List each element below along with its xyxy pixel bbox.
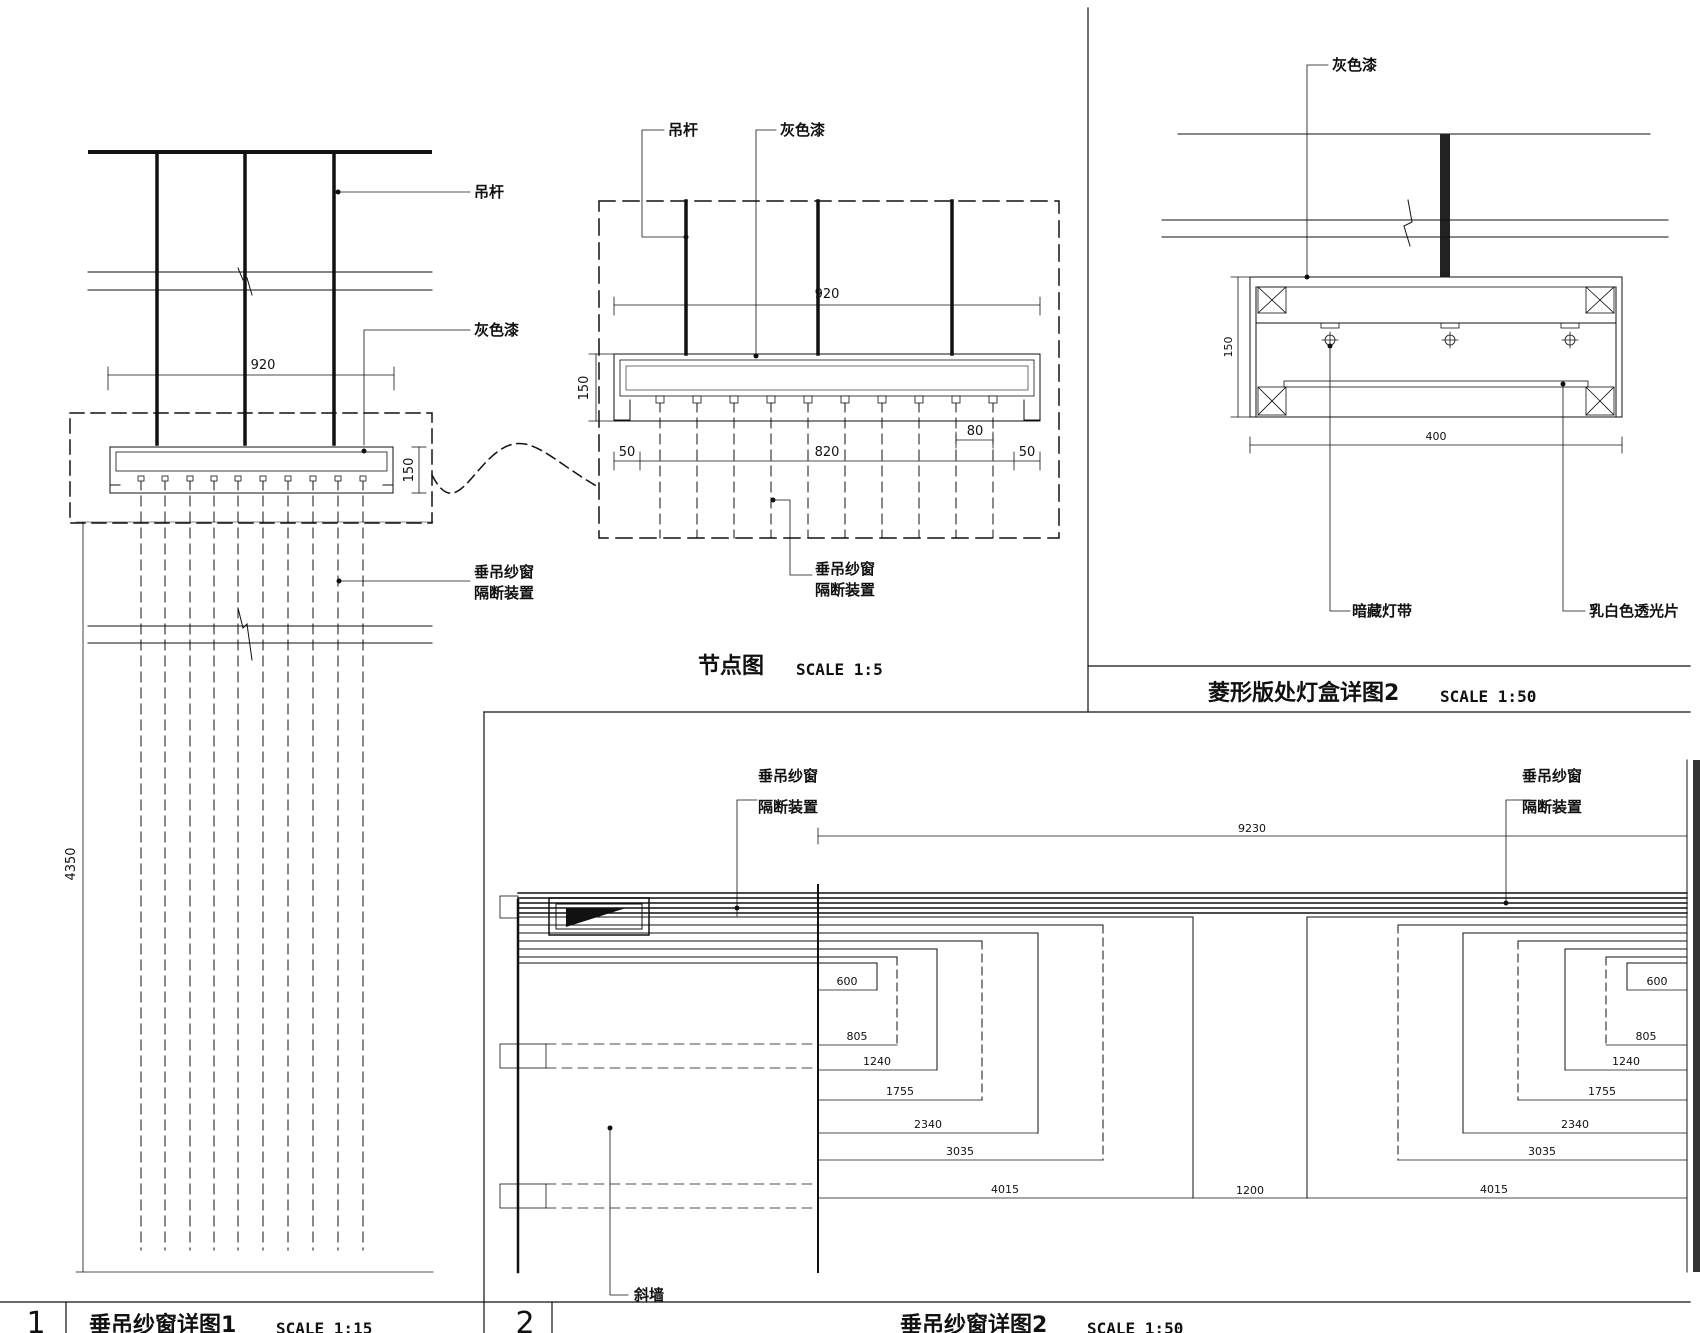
detail-2-drawing xyxy=(499,759,1700,1296)
label-curtain-node-line2: 隔断装置 xyxy=(815,581,875,599)
dim-150-node: 150 xyxy=(577,376,592,401)
dim-150-d1: 150 xyxy=(402,458,417,483)
node-detail-drawing xyxy=(588,129,1060,576)
dim-step-right-1240: 1240 xyxy=(1612,1055,1640,1068)
sheet-frame xyxy=(0,7,1691,1333)
label-gray-paint-node: 灰色漆 xyxy=(780,121,825,139)
label-hidden-light: 暗藏灯带 xyxy=(1352,602,1412,620)
dim-9230: 9230 xyxy=(1238,822,1266,835)
lightbox-detail-drawing xyxy=(1161,64,1669,612)
dim-step-left-1755: 1755 xyxy=(886,1085,914,1098)
title-detail1-number: 1 xyxy=(26,1306,45,1333)
dim-400-lightbox: 400 xyxy=(1426,430,1447,443)
dim-step-left-1240: 1240 xyxy=(863,1055,891,1068)
dim-50-node-right: 50 xyxy=(1019,445,1036,460)
label-gray-paint-lightbox: 灰色漆 xyxy=(1332,56,1377,74)
label-curtain-d2-right-line1: 垂吊纱窗 xyxy=(1522,767,1582,785)
title-node: 节点图 xyxy=(698,653,764,679)
scale-node: SCALE 1:5 xyxy=(796,660,883,679)
dim-80-node: 80 xyxy=(967,424,984,439)
title-detail2: 垂吊纱窗详图2 xyxy=(900,1312,1047,1333)
dim-step-right-1755: 1755 xyxy=(1588,1085,1616,1098)
dim-step-left-4015: 4015 xyxy=(991,1183,1019,1196)
dim-50-node-left: 50 xyxy=(619,445,636,460)
dim-820-node: 820 xyxy=(815,445,840,460)
dim-step-right-805: 805 xyxy=(1636,1030,1657,1043)
title-detail2-number: 2 xyxy=(515,1306,534,1333)
leader-dots xyxy=(335,189,1566,1131)
dim-920-node: 920 xyxy=(815,287,840,302)
dim-step-right-2340: 2340 xyxy=(1561,1118,1589,1131)
label-rod-d1: 吊杆 xyxy=(474,183,504,201)
dim-step-left-805: 805 xyxy=(847,1030,868,1043)
dim-1200: 1200 xyxy=(1236,1184,1264,1197)
dim-step-right-600: 600 xyxy=(1647,975,1668,988)
scale-detail2: SCALE 1:50 xyxy=(1087,1319,1183,1333)
label-curtain-d2-left-line1: 垂吊纱窗 xyxy=(758,767,818,785)
title-lightbox: 菱形版处灯盒详图2 xyxy=(1208,680,1399,706)
label-curtain-d2-left-line2: 隔断装置 xyxy=(758,798,818,816)
label-rod-node: 吊杆 xyxy=(668,121,698,139)
label-curtain-d2-right-line2: 隔断装置 xyxy=(1522,798,1582,816)
dim-920-d1: 920 xyxy=(251,358,276,373)
label-slanted-wall: 斜墙 xyxy=(633,1286,664,1304)
dim-step-left-2340: 2340 xyxy=(914,1118,942,1131)
label-gray-paint-d1: 灰色漆 xyxy=(474,321,519,339)
dim-step-right-3035: 3035 xyxy=(1528,1145,1556,1158)
scale-lightbox: SCALE 1:50 xyxy=(1440,687,1536,706)
label-curtain-node-line1: 垂吊纱窗 xyxy=(815,560,875,578)
dim-4350-d1: 4350 xyxy=(64,847,79,880)
label-milky-film: 乳白色透光片 xyxy=(1589,602,1679,620)
dim-150-lightbox: 150 xyxy=(1222,337,1235,358)
dim-step-left-600: 600 xyxy=(837,975,858,988)
label-curtain-d1-line1: 垂吊纱窗 xyxy=(474,563,534,581)
dim-step-left-3035: 3035 xyxy=(946,1145,974,1158)
dim-step-right-4015: 4015 xyxy=(1480,1183,1508,1196)
scale-detail1: SCALE 1:15 xyxy=(276,1319,372,1333)
title-detail1: 垂吊纱窗详图1 xyxy=(89,1312,236,1333)
label-curtain-d1-line2: 隔断装置 xyxy=(474,584,534,602)
detail-1-drawing xyxy=(69,150,602,1273)
